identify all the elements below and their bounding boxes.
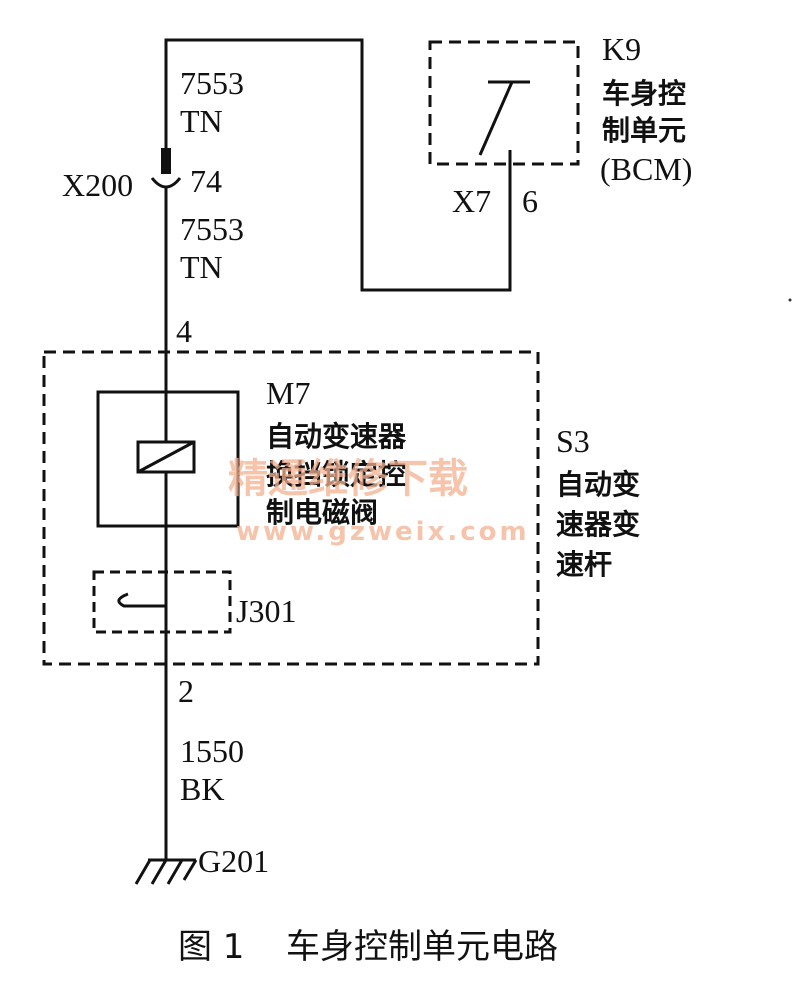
k9-pin-label: 6 [522,183,538,219]
caption-title: 车身控制单元电路 [286,927,558,967]
k9-name-line-3: (BCM) [600,151,692,187]
s3-name-line-1: 自动变 [556,468,640,501]
j301-contact-icon [117,592,166,608]
ground-hatch-2 [150,859,168,885]
x200-connector-cup [150,177,182,189]
s3-pin-top-label: 4 [176,313,192,349]
j301-id-label: J301 [236,593,296,629]
j301-box [92,570,232,634]
ground-id-label: G201 [198,843,269,879]
s3-id-label: S3 [556,423,590,459]
k9-module-box [428,40,580,166]
k9-id-label: K9 [602,31,641,67]
wire-mid-color: TN [180,249,223,285]
ground-hatch-4 [182,859,198,881]
wire-top-color: TN [180,103,223,139]
wire-7553-loop [164,38,512,292]
watermark-url: www.gzweix.com [236,517,530,547]
x200-pin-label: 74 [190,163,222,199]
k9-name-line-2: 制单元 [602,114,686,147]
solenoid-coil-diagonal [137,440,195,474]
m7-name-line-3: 制电磁阀 [266,496,378,529]
s3-name-line-3: 速杆 [556,548,612,581]
m7-name-line-1: 自动变速器 [266,420,407,453]
ground-hatch-1 [134,859,152,885]
wire-bottom-circuit: 1550 [180,733,244,769]
s3-pin-bottom-label: 2 [178,673,194,709]
wire-bottom-color: BK [180,771,224,807]
switch-blade [478,81,514,156]
s3-shifter-box [42,350,540,666]
ground-hatch-3 [166,859,184,885]
x200-connector-pin [161,148,171,174]
m7-id-label: M7 [266,375,310,411]
wire-top-circuit: 7553 [180,65,244,101]
x200-id-label: X200 [62,167,133,203]
m7-name-line-2: 换挡锁定控 [266,458,406,491]
caption-fig-number: 图 1 [178,927,244,967]
watermark-cn: 精通维修下载 [228,456,468,502]
wire-mid-circuit: 7553 [180,211,244,247]
scan-speck [788,298,792,302]
k9-connector-label: X7 [452,183,491,219]
k9-name-line-1: 车身控 [602,77,686,110]
s3-name-line-2: 速器变 [556,508,640,541]
